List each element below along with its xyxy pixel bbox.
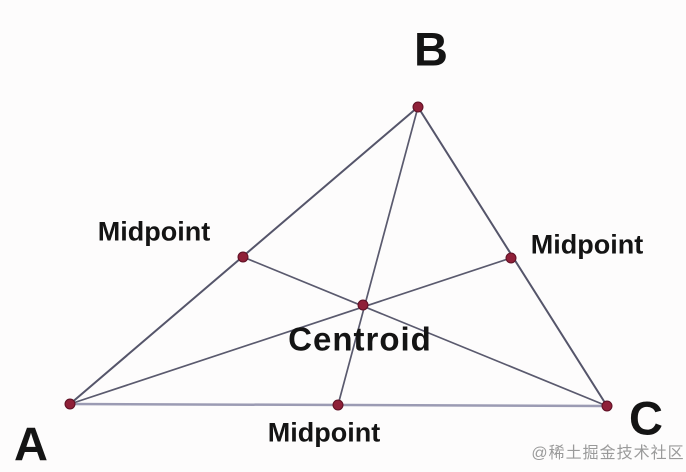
midpoint-ab-dot bbox=[237, 251, 249, 263]
vertex-c-label: C bbox=[629, 391, 663, 445]
median-from-b-line bbox=[337, 106, 419, 406]
watermark-text: @稀土掘金技术社区 bbox=[531, 445, 685, 462]
vertex-b-label: B bbox=[414, 22, 448, 76]
vertex-b-dot bbox=[412, 101, 424, 113]
median-from-a-line bbox=[69, 257, 512, 405]
median-from-c-line bbox=[242, 256, 608, 407]
midpoint-bc-dot bbox=[505, 252, 517, 264]
midpoint-bc-label: Midpoint bbox=[530, 229, 644, 260]
vertex-a-dot bbox=[64, 398, 76, 410]
midpoint-ac-label: Midpoint bbox=[267, 417, 381, 448]
vertex-c-dot bbox=[601, 400, 613, 412]
vertex-a-label: A bbox=[14, 417, 48, 471]
midpoint-ac-dot bbox=[332, 399, 344, 411]
centroid-label: Centroid bbox=[288, 320, 432, 358]
midpoint-ab-label: Midpoint bbox=[97, 216, 211, 247]
centroid-dot bbox=[357, 299, 369, 311]
